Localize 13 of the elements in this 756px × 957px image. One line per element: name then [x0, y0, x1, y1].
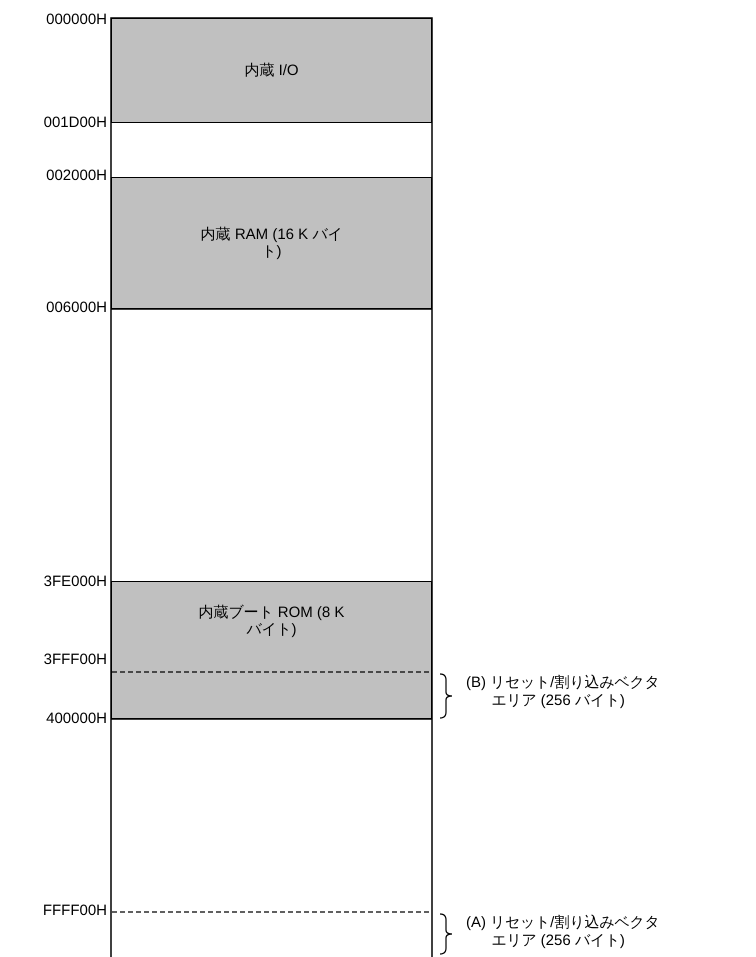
memory-region-box: 内蔵ブート ROM (8 K バイト) [111, 581, 432, 719]
vector-area-note: (A) リセット/割り込みベクタエリア (256 バイト) [466, 914, 660, 950]
address-label: 3FE000H [44, 573, 107, 591]
address-label: 000000H [46, 11, 107, 29]
address-label: 001D00H [44, 114, 107, 132]
address-label: 3FFF00H [44, 651, 107, 669]
memory-region-box: 内蔵 RAM (16 K バイト) [111, 177, 432, 309]
address-label: 400000H [46, 710, 107, 728]
vector-area-note: (B) リセット/割り込みベクタエリア (256 バイト) [466, 674, 660, 710]
memory-region-box: 内蔵 I/O [111, 18, 432, 123]
address-label: FFFF00H [42, 902, 107, 920]
address-label: 002000H [46, 167, 107, 185]
address-label: 006000H [46, 299, 107, 317]
